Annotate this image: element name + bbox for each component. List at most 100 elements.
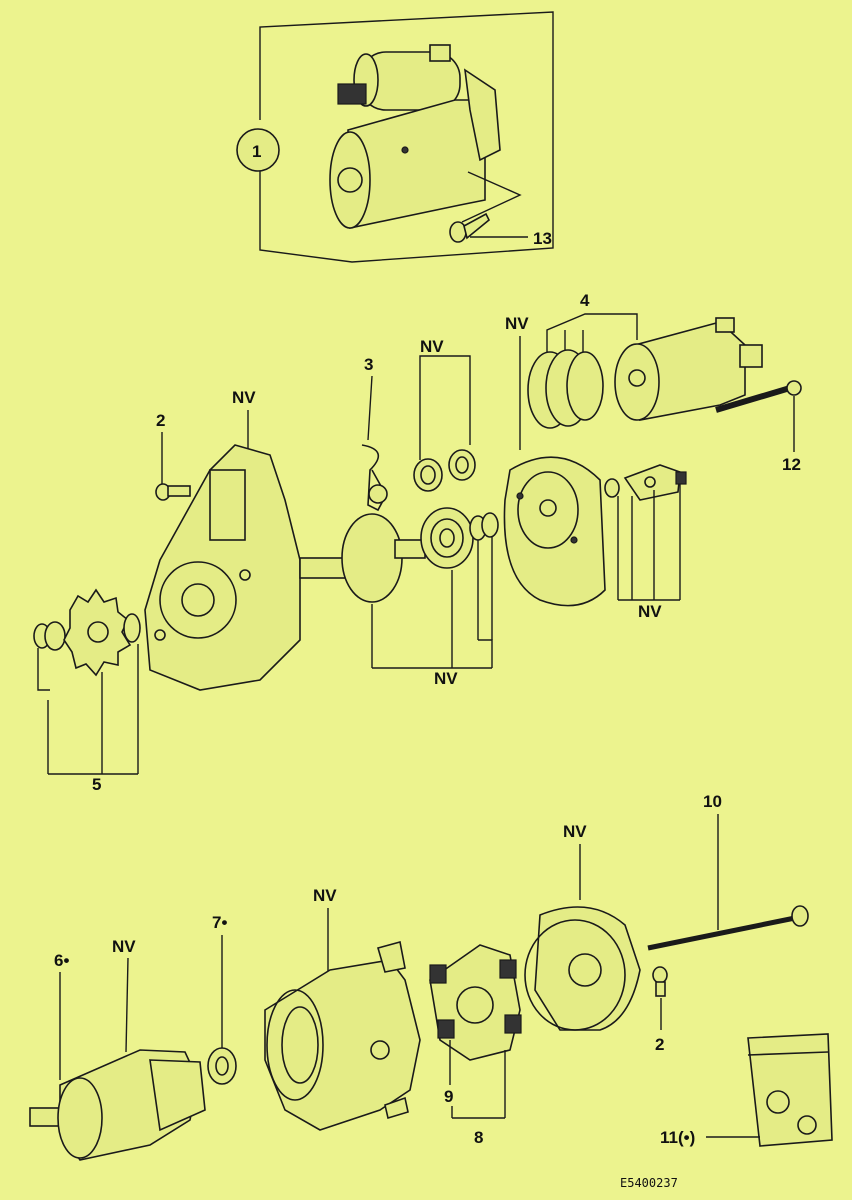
- label-bolt-10: 10: [703, 792, 722, 811]
- end-cap-center: [568, 953, 602, 987]
- solenoid-terminal-lug: [715, 317, 735, 333]
- label-pinion-5: 5: [92, 775, 101, 794]
- solenoid-plate-c: [566, 351, 604, 421]
- yoke-lug: [384, 1096, 409, 1120]
- motor-screw: [401, 146, 409, 154]
- label-bolt-2-upper: 2: [156, 411, 165, 430]
- fork-lever: [361, 444, 388, 512]
- kit-bag-seal: [747, 1051, 829, 1056]
- label-nv-plate: NV: [505, 314, 529, 333]
- plate-recess: [517, 471, 579, 549]
- drive-housing-bore-inner: [181, 583, 215, 617]
- drive-housing-boss: [209, 469, 246, 541]
- plate-center-hole: [539, 499, 557, 517]
- solenoid-plunger: [628, 369, 646, 387]
- leader-solenoid-4-a: [546, 313, 638, 360]
- yoke-hole: [370, 1040, 390, 1060]
- bolt-2-lower-head: [652, 966, 668, 984]
- label-solenoid-4: 4: [580, 291, 590, 310]
- label-brush-8: 8: [474, 1128, 483, 1147]
- armature: [29, 1049, 206, 1161]
- bolt-12: [715, 380, 802, 413]
- brush-c: [437, 1019, 455, 1039]
- solenoid-terminal: [429, 44, 451, 62]
- brush-brackets: [604, 464, 687, 501]
- label-assembly: 1: [252, 142, 261, 161]
- bolt-13-shank: [463, 212, 491, 240]
- armature-winding: [149, 1059, 206, 1132]
- ring-gear: [420, 507, 499, 569]
- bracket-ring: [604, 478, 620, 498]
- bolt-12-shank: [715, 385, 791, 413]
- yoke-housing: [264, 941, 421, 1131]
- seal-inner: [215, 1056, 229, 1076]
- armature-commutator: [57, 1077, 103, 1159]
- brush-d: [504, 1014, 522, 1034]
- label-nv-armature: NV: [112, 937, 136, 956]
- planet-shaft: [299, 513, 426, 603]
- kit-ring-b: [797, 1115, 817, 1135]
- spring-coil: [413, 458, 443, 492]
- kit-ring-a: [766, 1090, 790, 1114]
- drive-housing-hole-b: [239, 569, 251, 581]
- through-bolt-head: [791, 905, 809, 927]
- spring-coil-inner: [420, 465, 436, 485]
- drive-housing-bore-outer: [159, 561, 237, 639]
- bolt-2-upper: [155, 483, 191, 501]
- end-cap-rim: [524, 919, 626, 1031]
- yoke-tab: [377, 941, 406, 973]
- drive-end-section: 2 NV 5: [33, 291, 802, 794]
- brush-holder-center: [456, 986, 494, 1024]
- fork-lever-pivot: [368, 484, 388, 504]
- kit-bag-body: [747, 1033, 833, 1147]
- ring-gear-body: [420, 507, 474, 569]
- label-armature-6: 6•: [54, 951, 69, 970]
- intermediate-plate: [503, 456, 606, 607]
- bolt-13: [449, 212, 491, 243]
- drive-housing-body: [144, 444, 301, 691]
- pinion-collar: [123, 613, 141, 643]
- spring-cup: [448, 449, 476, 481]
- label-lever-3: 3: [364, 355, 373, 374]
- label-brush-9: 9: [444, 1087, 453, 1106]
- plate-stud-b: [570, 536, 578, 544]
- brush-b: [499, 959, 517, 979]
- through-bolt-shank: [647, 915, 796, 951]
- label-kit-11: 11(•): [660, 1128, 695, 1147]
- pinion-group-5: [33, 588, 141, 677]
- washer-b: [481, 512, 499, 538]
- brush-a: [429, 964, 447, 984]
- bolt-13-head: [449, 221, 467, 243]
- bolt-2-upper-shank: [167, 485, 191, 497]
- solenoid-can-face: [614, 343, 660, 421]
- label-nv-endcap: NV: [563, 822, 587, 841]
- bolt-2-lower-shank: [655, 981, 666, 997]
- ring-gear-bore: [439, 528, 455, 548]
- brush-holder: [429, 944, 522, 1061]
- label-seal-7: 7•: [212, 913, 227, 932]
- plate-body: [503, 456, 606, 607]
- leader-nv-spring-bar: [419, 355, 471, 360]
- label-nv-gears: NV: [434, 669, 458, 688]
- plate-stud-a: [516, 492, 524, 500]
- bracket-screw: [675, 471, 687, 485]
- assembly-frame: [259, 11, 554, 263]
- spring-cup-inner: [455, 456, 469, 474]
- leader-nv-gears-join: [478, 639, 493, 668]
- motor-end-cap: [329, 131, 371, 229]
- label-nv-yoke: NV: [313, 886, 337, 905]
- spring-parts: [413, 449, 476, 492]
- bolt-12-head: [786, 380, 802, 396]
- repair-kit-bag: [747, 1033, 833, 1147]
- drive-housing-top: [463, 68, 501, 162]
- bolt-2-lower: [652, 966, 668, 997]
- end-cap-body: [534, 906, 641, 1031]
- solenoid-assembly: [527, 317, 763, 429]
- leader-nv-armature: [125, 957, 129, 1053]
- assembly-callout-circle: [236, 128, 280, 172]
- drawing-reference-code: E5400237: [620, 1176, 678, 1190]
- motor-section: 6• NV 7• NV: [29, 792, 833, 1161]
- shaft-disc: [341, 513, 403, 603]
